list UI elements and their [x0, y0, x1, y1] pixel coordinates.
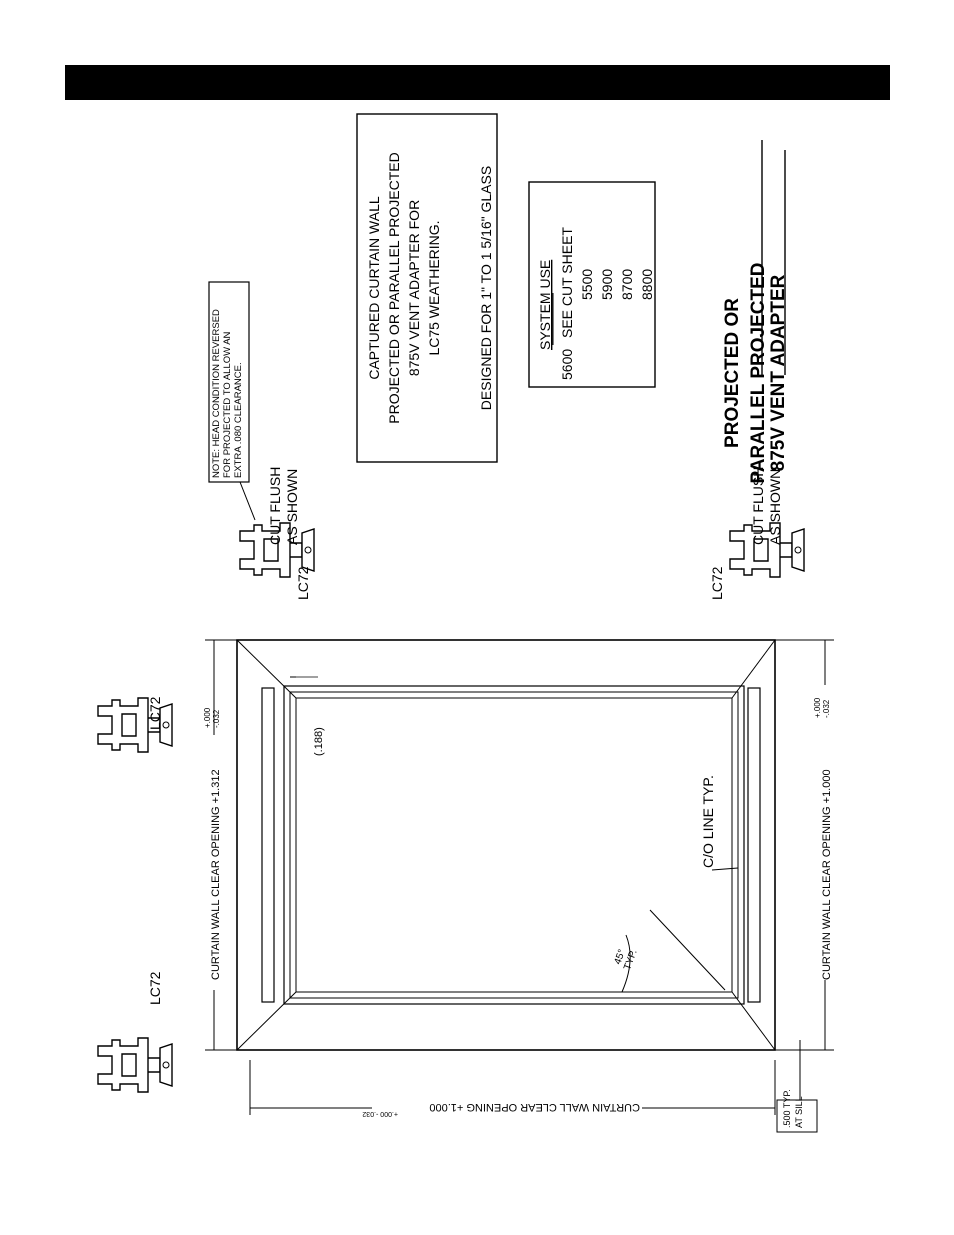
dim-top-tol-plus: +.000	[203, 707, 212, 728]
sill-box	[776, 1099, 818, 1133]
gap-dimension: (.188)	[313, 727, 325, 756]
as-shown-lower: AS SHOWN	[767, 469, 783, 545]
title-block: PROJECTED OR PARALLEL PROJECTED 875V VEN…	[722, 263, 789, 484]
system-5500: 5500	[579, 269, 595, 300]
system-5900: 5900	[599, 269, 615, 300]
desc-line-3: 875V VENT ADAPTER FOR	[406, 200, 422, 376]
cut-flush-upper: CUT FLUSH	[267, 467, 283, 545]
system-row1-text: SEE CUT SHEET	[559, 227, 575, 338]
title-bar	[65, 65, 890, 100]
lc72-profile-top-b	[97, 1037, 173, 1093]
angle-45: 45°	[612, 948, 628, 966]
vent-frame	[236, 639, 776, 1051]
co-line-label: C/O LINE TYP.	[700, 775, 716, 868]
system-row1-num: 5600	[559, 349, 575, 380]
lc72-label-lower-right: LC72	[709, 566, 725, 600]
dim-horizontal	[249, 1060, 776, 1115]
note-line-2: FOR PROJECTED TO ALLOW AN	[222, 331, 233, 478]
title-line-2: PARALLEL PROJECTED	[748, 263, 769, 484]
sill-text-1: .500 TYP.	[782, 1089, 792, 1128]
description-box	[356, 113, 498, 463]
system-header: SYSTEM USE	[537, 260, 553, 350]
desc-line-4: LC75 WEATHERING.	[426, 220, 442, 355]
system-box	[528, 181, 656, 388]
desc-line-6: DESIGNED FOR 1" TO 1 5/16" GLASS	[478, 166, 494, 410]
note-line-3: EXTRA .080 CLEARANCE.	[233, 362, 244, 478]
dim-bottom	[775, 639, 834, 1051]
desc-line-1: CAPTURED CURTAIN WALL	[366, 196, 382, 380]
system-8700: 8700	[619, 269, 635, 300]
dim-bottom-text: CURTAIN WALL CLEAR OPENING +1.000	[821, 769, 833, 980]
lc72-label-top-b: LC72	[147, 971, 163, 1005]
title-line-1: PROJECTED OR	[722, 298, 743, 448]
dim-top-text: CURTAIN WALL CLEAR OPENING +1.312	[210, 769, 222, 980]
dim-horizontal-text: CURTAIN WALL CLEAR OPENING +1.000	[429, 1101, 640, 1113]
dim-top-tol-minus: -.032	[212, 709, 221, 728]
desc-line-2: PROJECTED OR PARALLEL PROJECTED	[386, 152, 402, 424]
note-line-1: NOTE: HEAD CONDITION REVERSED	[211, 309, 222, 478]
dim-top	[205, 639, 237, 1051]
title-line-3: 875V VENT ADAPTER	[768, 274, 789, 471]
lc72-label-top-a: LC72	[147, 696, 163, 730]
as-shown-upper: AS SHOWN	[284, 469, 300, 545]
system-8800: 8800	[639, 269, 655, 300]
dim-bottom-tol-minus: -.032	[822, 699, 831, 718]
sill-text-2: AT SILL	[794, 1096, 804, 1128]
dim-bottom-tol-plus: +.000	[813, 697, 822, 718]
lc72-label-upper-right: LC72	[295, 566, 311, 600]
cut-flush-lower: CUT FLUSH	[750, 467, 766, 545]
dim-horizontal-tol: +.000 -.032	[362, 1110, 398, 1117]
